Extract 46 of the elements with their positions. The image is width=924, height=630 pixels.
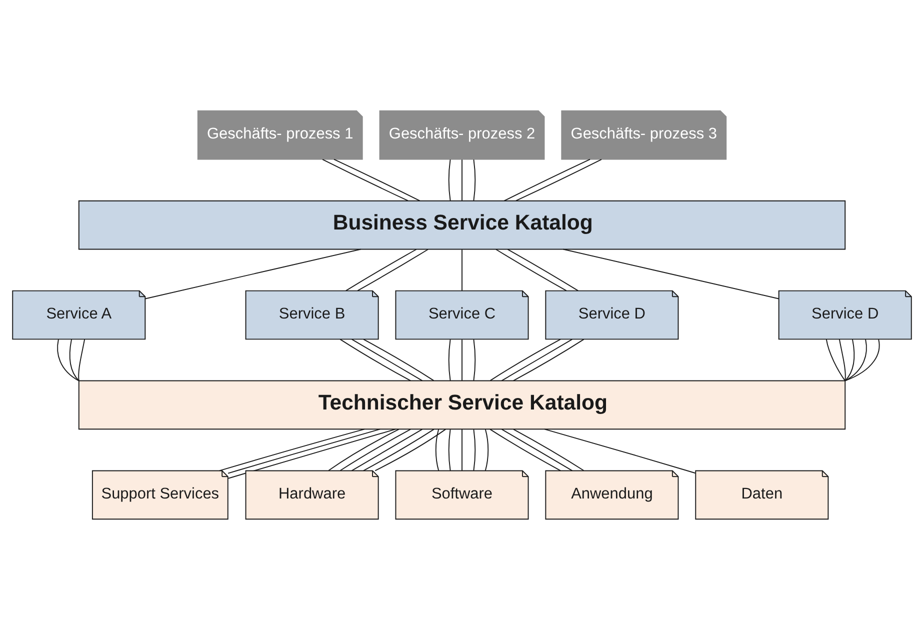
connector bbox=[228, 428, 396, 479]
connector bbox=[501, 428, 573, 472]
connector bbox=[513, 428, 584, 471]
connector bbox=[340, 428, 411, 471]
connector bbox=[448, 339, 451, 382]
connector bbox=[501, 338, 573, 382]
connector bbox=[562, 248, 780, 300]
connector bbox=[374, 428, 446, 472]
connector bbox=[218, 428, 365, 472]
connector bbox=[473, 429, 476, 472]
connector bbox=[334, 158, 420, 202]
connector bbox=[351, 338, 423, 382]
connector bbox=[448, 429, 451, 472]
node-box: Business Service Katalog bbox=[78, 200, 846, 250]
connector bbox=[144, 248, 362, 300]
connector bbox=[544, 428, 696, 474]
connector bbox=[362, 428, 434, 472]
connector bbox=[516, 158, 602, 202]
connector bbox=[78, 338, 86, 382]
connector bbox=[345, 248, 417, 292]
connector bbox=[838, 338, 846, 382]
connector bbox=[57, 338, 80, 382]
connector bbox=[435, 429, 440, 472]
connector bbox=[484, 429, 489, 472]
connector bbox=[69, 338, 80, 382]
connector bbox=[495, 248, 567, 292]
connector bbox=[504, 158, 590, 202]
node-box: Technischer Service Katalog bbox=[78, 380, 846, 430]
connector bbox=[490, 428, 562, 472]
connector bbox=[844, 338, 855, 382]
connector bbox=[844, 338, 880, 382]
connector bbox=[507, 248, 579, 292]
connector bbox=[363, 338, 434, 382]
connector bbox=[228, 428, 380, 474]
connector bbox=[490, 338, 561, 382]
connector bbox=[512, 338, 584, 382]
connector bbox=[357, 248, 429, 292]
connector bbox=[473, 159, 476, 202]
connector bbox=[322, 158, 408, 202]
connector bbox=[340, 338, 412, 382]
connector bbox=[351, 428, 423, 472]
connector bbox=[448, 159, 451, 202]
connector bbox=[826, 338, 846, 382]
connector bbox=[473, 339, 476, 382]
connector bbox=[844, 338, 867, 382]
connector bbox=[328, 428, 400, 471]
